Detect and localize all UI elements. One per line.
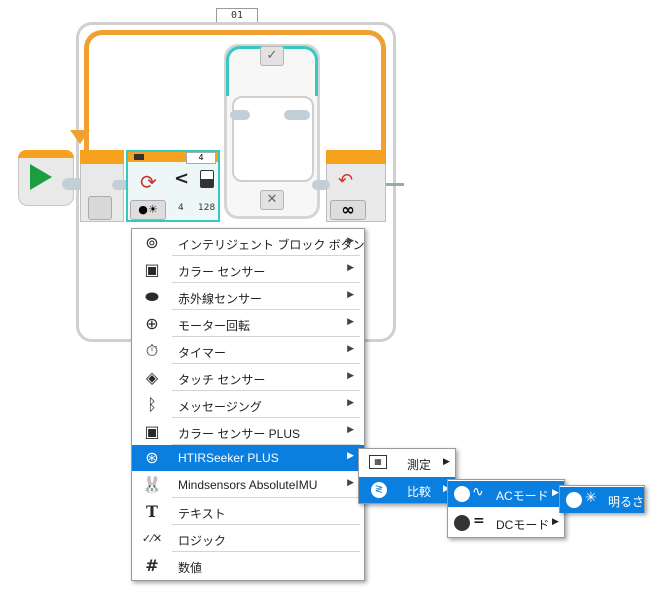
threshold-input[interactable]: 128 [198,203,216,213]
menu-item-touch-sensor[interactable]: ◈ タッチ センサー ▶ [132,365,364,391]
menu-item-color-sensor-plus[interactable]: ▣ カラー センサー PLUS ▶ [132,419,364,445]
loop-block-orange-band [84,30,386,180]
menu-item-brightness[interactable]: ✳ 明るさ [560,487,644,513]
chevron-right-icon: ▶ [347,290,354,300]
start-block-top [18,150,74,158]
chevron-right-icon: ▶ [347,263,354,273]
ir-seeker-icon: ⊛ [145,448,159,467]
touch-sensor-icon: ◈ [145,368,159,387]
dc-equal-icon: = [473,513,485,529]
color-sensor-icon: ▣ [144,260,160,279]
motor-rotation-icon: ⊕ [145,314,159,333]
bluetooth-icon: ᛒ [147,395,157,414]
absolute-imu-icon: 🐰 [142,475,162,494]
palette-menu: ⊚ インテリジェント ブロック ボタン ▶ ▣ カラー センサー ▶ ⬬ 赤外線… [131,228,365,581]
loop-port-icon [88,196,112,220]
case-wire-in [230,110,250,120]
loop-mode-icon[interactable]: ∞ [330,200,366,220]
compare-symbol[interactable]: < [174,168,190,189]
menu-item-color-sensor[interactable]: ▣ カラー センサー ▶ [132,257,364,283]
threshold-icon [200,170,214,188]
chevron-right-icon: ▶ [347,317,354,327]
play-icon[interactable] [30,164,52,190]
menu-item-compare[interactable]: ≷ 比較 ▶ [359,477,455,503]
chevron-right-icon: ▶ [347,478,354,488]
ir-seeker-mode-menu: ▦ 測定 ▶ ≷ 比較 ▶ [358,448,456,504]
sensor-block-top [128,152,218,162]
loop-start-top [80,150,124,164]
true-case-icon[interactable]: ✓ [260,46,284,66]
switch-rotate-icon: ⟳ [140,170,157,194]
ac-wave-icon: ∿ [472,484,484,500]
port-input[interactable]: 4 [178,203,184,213]
sequence-wire-2 [112,180,130,190]
chevron-right-icon: ▶ [347,451,354,461]
menu-item-motor-rotation[interactable]: ⊕ モーター回転 ▶ [132,311,364,337]
logic-icon: ✓⁄✕ [141,532,163,545]
menu-item-numeric[interactable]: # 数値 [132,553,364,579]
loop-return-icon: ↶ [338,170,354,191]
brightness-dot-icon [566,492,582,508]
true-case-area[interactable] [232,96,314,182]
chevron-right-icon: ▶ [552,488,559,498]
text-icon: T [146,502,158,521]
timer-icon: ⏱ [145,341,159,360]
case-wire-out [284,110,310,120]
measure-icon: ▦ [369,455,387,469]
menu-item-htirseeker-plus[interactable]: ⊛ HTIRSeeker PLUS ▶ [132,445,364,471]
menu-item-logic[interactable]: ✓⁄✕ ロジック [132,526,364,552]
chevron-right-icon: ▶ [443,457,450,467]
menu-item-messaging[interactable]: ᛒ メッセージング ▶ [132,392,364,418]
brick-buttons-icon: ⊚ [145,233,159,252]
chevron-right-icon: ▶ [347,398,354,408]
chevron-right-icon: ▶ [347,371,354,381]
sun-icon: ✳ [585,490,597,506]
chevron-right-icon: ▶ [347,344,354,354]
port-indicator-icon [134,154,144,160]
menu-item-text[interactable]: T テキスト [132,499,364,525]
numeric-icon: # [145,556,159,575]
sequence-wire-3 [312,180,330,190]
compare-mode-menu: ∿ ACモード ▶ = DCモード ▶ [447,479,565,538]
menu-item-dc-mode[interactable]: = DCモード ▶ [448,510,564,536]
menu-item-brick-buttons[interactable]: ⊚ インテリジェント ブロック ボタン ▶ [132,230,365,256]
port-value[interactable]: 4 [186,152,216,164]
menu-item-timer[interactable]: ⏱ タイマー ▶ [132,338,364,364]
chevron-right-icon: ▶ [347,425,354,435]
chevron-right-icon: ▶ [552,517,559,527]
mode-selector-icon[interactable]: ●☀ [130,200,166,220]
menu-item-absolute-imu[interactable]: 🐰 Mindsensors AbsoluteIMU ▶ [132,472,364,498]
chevron-right-icon: ▶ [347,236,354,246]
false-case-icon[interactable]: ✕ [260,190,284,210]
sequence-wire-out [386,183,404,186]
menu-item-measure[interactable]: ▦ 測定 ▶ [359,450,455,476]
infrared-sensor-icon: ⬬ [145,287,159,306]
sequence-wire [62,178,84,190]
chevron-right-icon: ▶ [443,484,450,494]
menu-item-ac-mode[interactable]: ∿ ACモード ▶ [448,481,564,507]
ac-mode-dot-icon [454,486,470,502]
compare-icon: ≷ [371,482,387,498]
dc-mode-dot-icon [454,515,470,531]
loop-end-top [326,150,386,164]
color-sensor-plus-icon: ▣ [144,422,160,441]
loop-start-arrow-icon [70,130,90,144]
menu-item-infrared-sensor[interactable]: ⬬ 赤外線センサー ▶ [132,284,364,310]
ac-mode-menu: ✳ 明るさ [559,485,645,513]
